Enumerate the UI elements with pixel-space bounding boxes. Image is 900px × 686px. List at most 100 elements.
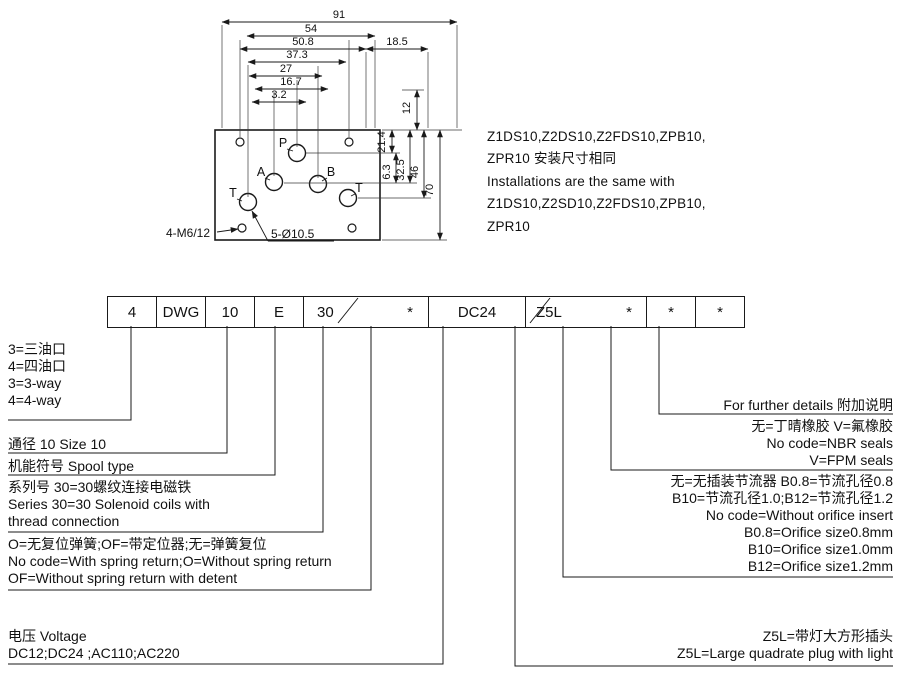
legend-line: 3=三油口 [8, 341, 66, 357]
code-cell-series-spring: 30 * [304, 297, 429, 327]
legend-spool: 机能符号 Spool type [8, 458, 134, 475]
port-label-p: P [279, 136, 287, 150]
legend-line: No code=With spring return;O=Without spr… [8, 553, 332, 569]
extension-lines [221, 25, 462, 241]
port-hole-a [264, 172, 284, 192]
legend-line: OF=Without spring return with detent [8, 570, 238, 586]
mounting-hole [344, 137, 354, 147]
legend-line: No code=NBR seals [766, 435, 893, 451]
slash-plug-cell [529, 297, 551, 324]
port-hole-b [308, 174, 328, 194]
leader-ways [8, 326, 132, 421]
dim-label-54: 54 [305, 23, 317, 35]
port-label-b: B [327, 165, 335, 179]
legend-line: Series 30=30 Solenoid coils with [8, 496, 210, 512]
legend-line: B10=Orifice size1.0mm [747, 541, 893, 557]
port-label-a: A [257, 165, 266, 179]
dimension-labels: 91 54 50.8 18.5 37.3 27 16.7 3.2 12 21.4… [271, 9, 436, 196]
dim-label-16-7: 16.7 [280, 76, 301, 88]
legend-plug: Z5L=带灯大方形插头 Z5L=Large quadrate plug with… [677, 628, 893, 662]
legend-line: DC12;DC24 ;AC110;AC220 [8, 645, 180, 661]
leader-spool [8, 326, 276, 476]
legend-line: 机能符号 Spool type [8, 458, 135, 474]
dim-label-46: 46 [409, 166, 421, 178]
port-label-t1: T [229, 186, 237, 200]
mounting-hole [235, 137, 245, 147]
note-line-4: Z1DS10,Z2SD10,Z2FDS10,ZPB10, [487, 196, 706, 212]
code-series-value: 30 [317, 303, 334, 321]
note-line-2: ZPR10 安装尺寸相同 [487, 151, 617, 167]
legend-line: 电压 Voltage [8, 628, 87, 644]
legend-spring: O=无复位弹簧;OF=带定位器;无=弹簧复位 No code=With spri… [8, 536, 332, 587]
port-label-ticks [236, 148, 356, 202]
leader-spring [8, 326, 372, 591]
code-cell-details: * [717, 303, 723, 321]
model-code-table: 4 DWG 10 E 30 * DC24 Z5L * * * [107, 296, 745, 328]
dim-label-27: 27 [280, 63, 292, 75]
legend-line: Z5L=Large quadrate plug with light [677, 645, 893, 661]
legend-line: 3=3-way [8, 375, 62, 391]
dim-label-21-4: 21.4 [376, 131, 388, 152]
dim-label-50-8: 50.8 [292, 36, 313, 48]
code-cell-orifice: * [647, 297, 696, 327]
legend-series: 系列号 30=30螺纹连接电磁铁 Series 30=30 Solenoid c… [8, 479, 210, 530]
legend-line: Z5L=带灯大方形插头 [762, 628, 893, 644]
code-cell-size: 10 [206, 297, 255, 327]
legend-line: B0.8=Orifice size0.8mm [744, 524, 893, 540]
leader-series [8, 326, 324, 533]
leader-seals [610, 326, 893, 471]
dim-label-12: 12 [401, 102, 413, 114]
legend-line: 4=4-way [8, 392, 62, 408]
legend-line: For further details 附加说明 [723, 397, 893, 413]
dim-label-6-3: 6.3 [381, 164, 393, 179]
legend-details: For further details 附加说明 [723, 397, 893, 414]
legend-line: B12=Orifice size1.2mm [747, 558, 893, 574]
leader-plug [514, 326, 893, 667]
slash-spring-cell [337, 297, 359, 324]
dim-label-37-3: 37.3 [286, 49, 307, 61]
hole-callouts: 4-M6/12 5-Ø10.5 [166, 226, 315, 241]
legend-orifice: 无=无插装节流器 B0.8=节流孔径0.8 B10=节流孔径1.0;B12=节流… [670, 473, 893, 575]
code-cell-plug-seal: Z5L * [526, 297, 647, 327]
code-spring-value: * [407, 303, 413, 321]
legend-line: 4=四油口 [8, 358, 66, 374]
dim-label-3-2: 3.2 [271, 89, 286, 101]
leader-voltage [8, 326, 444, 665]
dim-label-18-5: 18.5 [386, 36, 407, 48]
installation-note: Z1DS10,Z2DS10,Z2FDS10,ZPB10, ZPR10 安装尺寸相… [487, 126, 706, 238]
code-cell-spool: E [255, 297, 304, 327]
port-hole-t2 [338, 188, 358, 208]
legend-line: 系列号 30=30螺纹连接电磁铁 [8, 479, 192, 495]
code-cell-ports: 4 [108, 297, 157, 327]
note-line-3: Installations are the same with [487, 173, 675, 189]
callout-leaders [216, 210, 334, 242]
legend-line: B10=节流孔径1.0;B12=节流孔径1.2 [672, 490, 893, 506]
legend-voltage: 电压 Voltage DC12;DC24 ;AC110;AC220 [8, 628, 180, 662]
legend-ways: 3=三油口 4=四油口 3=3-way 4=4-way [8, 341, 66, 409]
legend-leader-lines [8, 326, 893, 667]
legend-size: 通径 10 Size 10 [8, 436, 106, 453]
dim-label-32-5: 32.5 [395, 159, 407, 180]
legend-seals: 无=丁晴橡胶 V=氟橡胶 No code=NBR seals V=FPM sea… [751, 418, 893, 469]
code-plug-value: Z5L [536, 303, 562, 321]
port-label-t2: T [355, 181, 363, 195]
legend-line: No code=Without orifice insert [705, 507, 893, 523]
legend-line: 通径 10 Size 10 [8, 436, 107, 452]
plate-rect [214, 129, 381, 241]
mounting-hole [237, 223, 247, 233]
port-holes-callout: 5-Ø10.5 [271, 227, 315, 241]
code-cell-voltage: DC24 [429, 297, 526, 327]
note-line-1: Z1DS10,Z2DS10,Z2FDS10,ZPB10, [487, 129, 706, 144]
legend-line: V=FPM seals [809, 452, 893, 468]
model-code-slashes [337, 297, 551, 324]
legend-line: thread connection [8, 513, 120, 529]
port-labels: P A B T T [229, 136, 363, 200]
legend-line: O=无复位弹簧;OF=带定位器;无=弹簧复位 [8, 536, 267, 552]
dimension-lines [221, 19, 458, 241]
port-hole-p [287, 143, 307, 163]
mounting-plate-outline [214, 129, 381, 241]
dim-label-91: 91 [333, 9, 345, 21]
legend-line: 无=无插装节流器 B0.8=节流孔径0.8 [670, 473, 893, 489]
